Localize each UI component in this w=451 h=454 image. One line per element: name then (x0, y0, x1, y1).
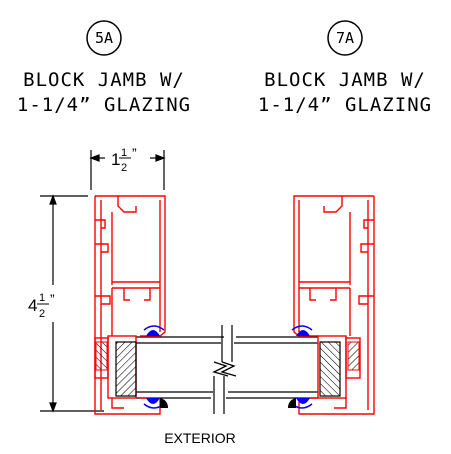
width-dimension-label: 1 1 2 ” (111, 145, 137, 174)
detail-title-line1: BLOCK JAMB W/ (264, 69, 426, 91)
detail-7a-header: 7A BLOCK JAMB W/ 1-1/4” GLAZING (258, 20, 432, 116)
exterior-label: EXTERIOR (164, 430, 236, 446)
width-dimension (89, 150, 166, 190)
detail-tag: 5A (95, 29, 113, 47)
left-setting-block (115, 341, 137, 397)
detail-tag: 7A (336, 29, 354, 47)
svg-text:4: 4 (28, 296, 37, 315)
detail-tag-bubble (86, 20, 122, 56)
svg-text:1: 1 (121, 147, 127, 159)
svg-text:”: ” (132, 145, 137, 161)
detail-title-line2: 1-1/4” GLAZING (17, 94, 191, 116)
svg-text:”: ” (50, 291, 55, 307)
svg-text:1: 1 (111, 150, 120, 169)
detail-title-line2: 1-1/4” GLAZING (258, 94, 432, 116)
left-shim (95, 341, 108, 371)
left-gaskets (143, 325, 168, 409)
detail-title-line1: BLOCK JAMB W/ (23, 69, 185, 91)
right-gaskets (288, 325, 313, 409)
detail-5a-header: 5A BLOCK JAMB W/ 1-1/4” GLAZING (17, 20, 191, 116)
right-setting-block (319, 341, 341, 397)
svg-text:2: 2 (121, 162, 127, 174)
height-dimension-label: 4 1 2 ” (28, 291, 55, 320)
height-dimension (40, 194, 104, 413)
svg-text:2: 2 (39, 308, 45, 320)
svg-text:1: 1 (39, 292, 45, 304)
right-shim (347, 341, 360, 371)
detail-tag-bubble (327, 20, 363, 56)
